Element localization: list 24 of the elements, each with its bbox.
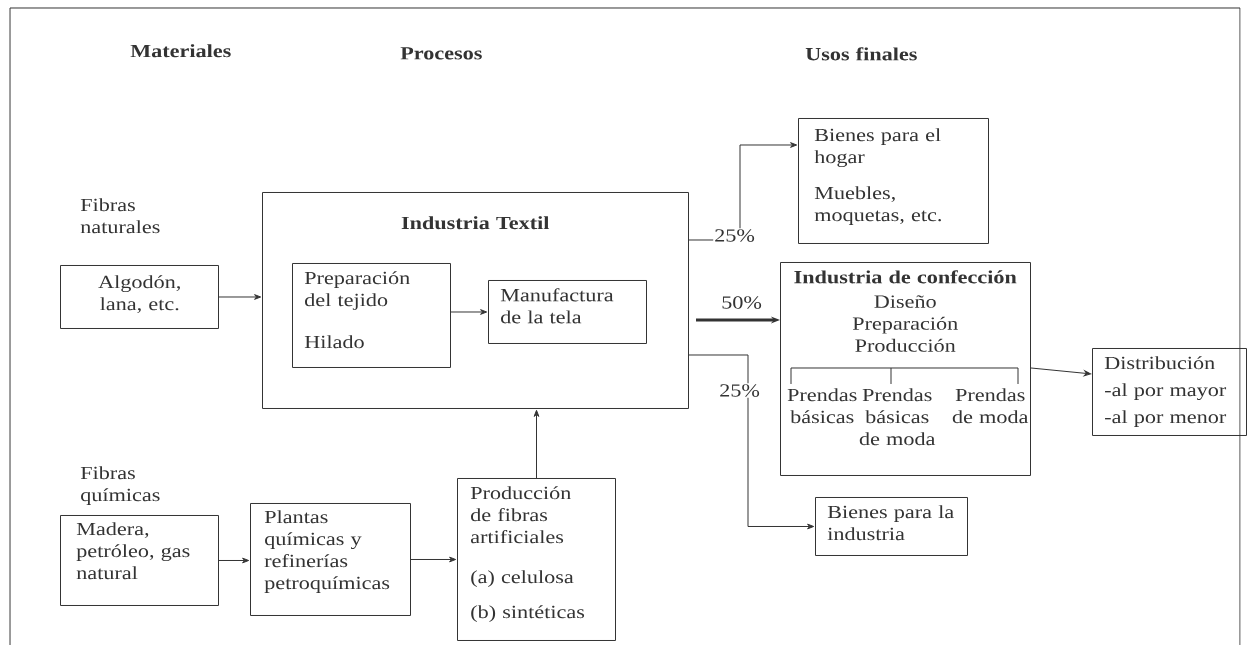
process-box: Manufactura de la tela: [488, 280, 647, 344]
category-label: Fibras naturales: [80, 198, 160, 234]
process-box: Algodón, lana, etc.: [60, 265, 219, 329]
edge-label: 25%: [718, 383, 761, 398]
process-box: Industria de confección Diseño Preparación Producción Prendas básicas Prendas básicas de moda Prendas de moda: [780, 262, 1031, 476]
process-box: Producción de fibras artificiales (a) celulosa (b) sintéticas: [457, 478, 616, 641]
column-heading: Materiales: [130, 44, 231, 58]
arrow: [410, 556, 457, 563]
column-heading: Procesos: [400, 47, 482, 60]
arrow: [1030, 367, 1092, 377]
process-box: Preparación del tejido Hilado: [292, 263, 451, 368]
edge-label: 50%: [720, 295, 763, 310]
arrow: [218, 294, 262, 300]
edge-label: 25%: [713, 228, 756, 243]
process-box: Distribución -al por mayor -al por menor: [1092, 348, 1247, 436]
arrow: [450, 309, 488, 315]
arrow: [688, 354, 815, 530]
process-box: Plantas químicas y refinerías petroquímicas: [250, 503, 411, 616]
arrow: [533, 409, 540, 479]
process-box: Bienes para la industria: [815, 497, 968, 556]
process-box: Bienes para el hogar Muebles, moquetas, etc.: [798, 118, 989, 244]
column-heading: Usos finales: [805, 47, 917, 61]
arrow: [218, 557, 250, 564]
process-box: Madera, petróleo, gas natural: [60, 515, 219, 606]
